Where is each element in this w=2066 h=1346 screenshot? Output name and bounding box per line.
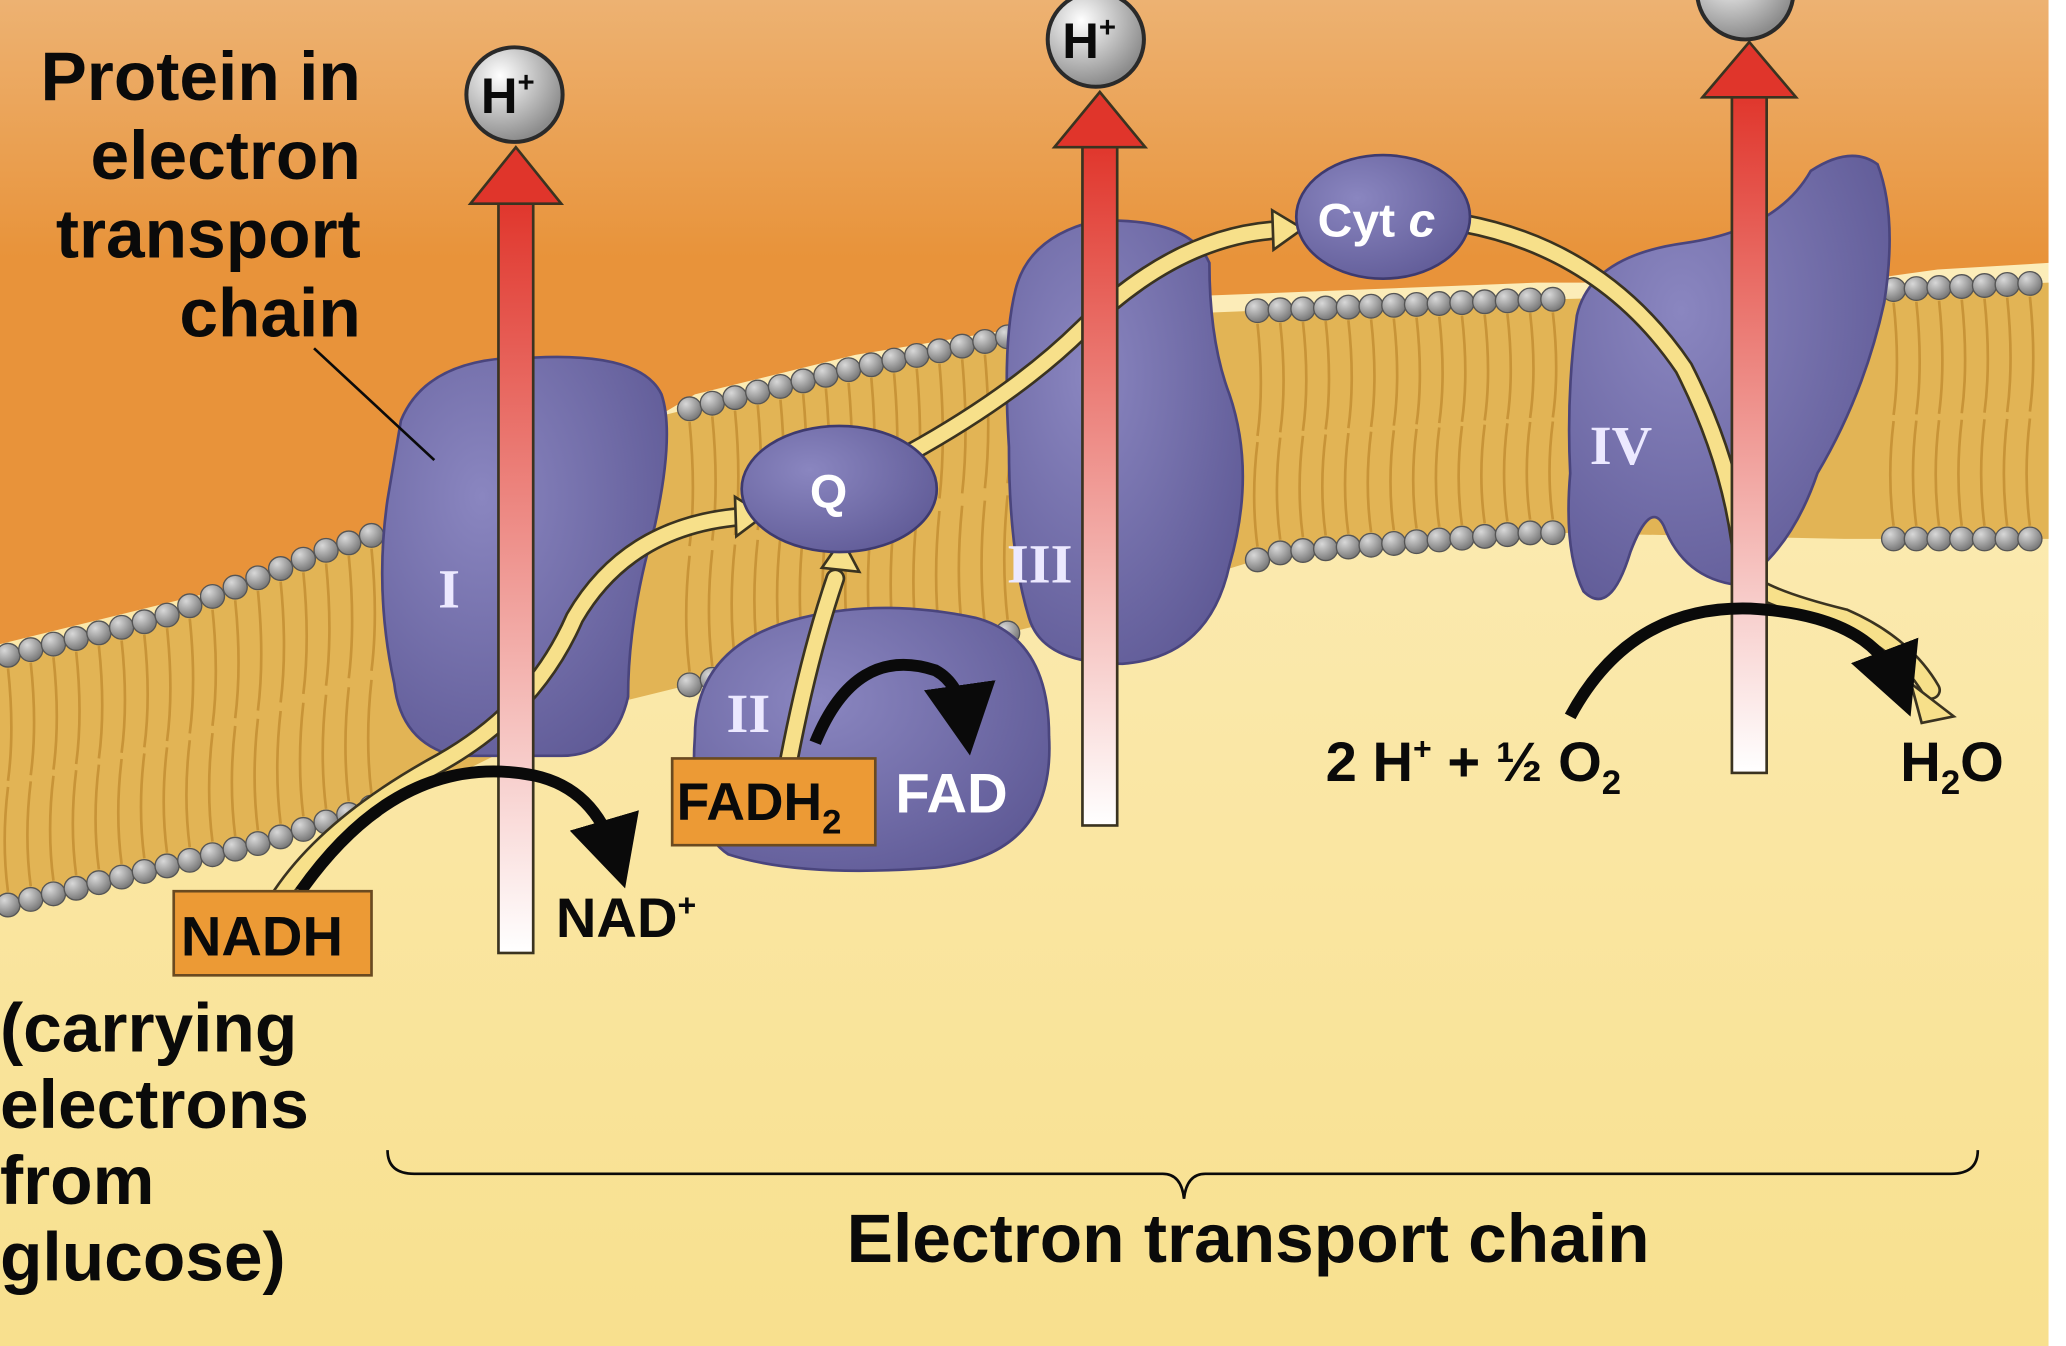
complex-iii-label: III <box>1007 534 1073 595</box>
protein-label: Protein in electron transport chain <box>40 38 360 351</box>
proton-ball-2: H+ <box>1045 0 1146 89</box>
electron-arrowheads <box>733 207 1957 725</box>
proton-arrow-1 <box>467 145 565 955</box>
complex-iv-protein <box>1567 154 1891 601</box>
svg-text:transport: transport <box>56 196 361 272</box>
svg-text:from: from <box>0 1143 154 1219</box>
cyt-c-label: Cyt c <box>1318 195 1436 248</box>
proton-arrow-3 <box>1699 40 1799 775</box>
oxygen-reaction-arrow <box>1564 602 1919 720</box>
q-label: Q <box>810 466 847 519</box>
complex-ii-label: II <box>727 684 771 745</box>
water-label: H2O <box>1900 731 2004 802</box>
fad-label: FAD <box>895 763 1007 824</box>
proton-ball-3 <box>1695 0 1795 42</box>
svg-text:Protein in: Protein in <box>40 38 360 114</box>
nadh-box <box>172 889 373 977</box>
protein-leader-line <box>313 347 436 462</box>
nadh-reaction-arrow <box>295 765 639 895</box>
bracket-label: Electron transport chain <box>847 1200 1650 1276</box>
nadh-label: NADH <box>181 906 343 967</box>
cytochrome-c <box>1294 153 1472 280</box>
etc-bracket <box>386 1150 1980 1199</box>
svg-text:(carrying: (carrying <box>0 990 297 1066</box>
proton-arrow-2 <box>1051 89 1149 827</box>
svg-text:H+: H+ <box>1062 12 1116 69</box>
svg-text:chain: chain <box>179 275 360 351</box>
proton-ball-1: H+ <box>464 45 565 144</box>
svg-text:glucose): glucose) <box>0 1219 286 1295</box>
fadh2-reaction-arrow <box>809 658 996 756</box>
svg-text:H+: H+ <box>481 67 535 124</box>
fadh2-box <box>670 757 877 847</box>
nad-plus-label: NAD+ <box>556 887 696 949</box>
svg-text:electrons: electrons <box>0 1066 309 1142</box>
svg-text:electron: electron <box>91 117 361 193</box>
complex-iv-label: IV <box>1590 415 1652 476</box>
ubiquinone-q <box>740 424 939 554</box>
nadh-note: (carrying electrons from glucose) <box>0 990 309 1295</box>
fadh2-label: FADH2 <box>677 774 842 842</box>
complex-i-label: I <box>438 559 460 620</box>
oxygen-reaction-label: 2 H+ + ½ O2 <box>1326 731 1621 802</box>
